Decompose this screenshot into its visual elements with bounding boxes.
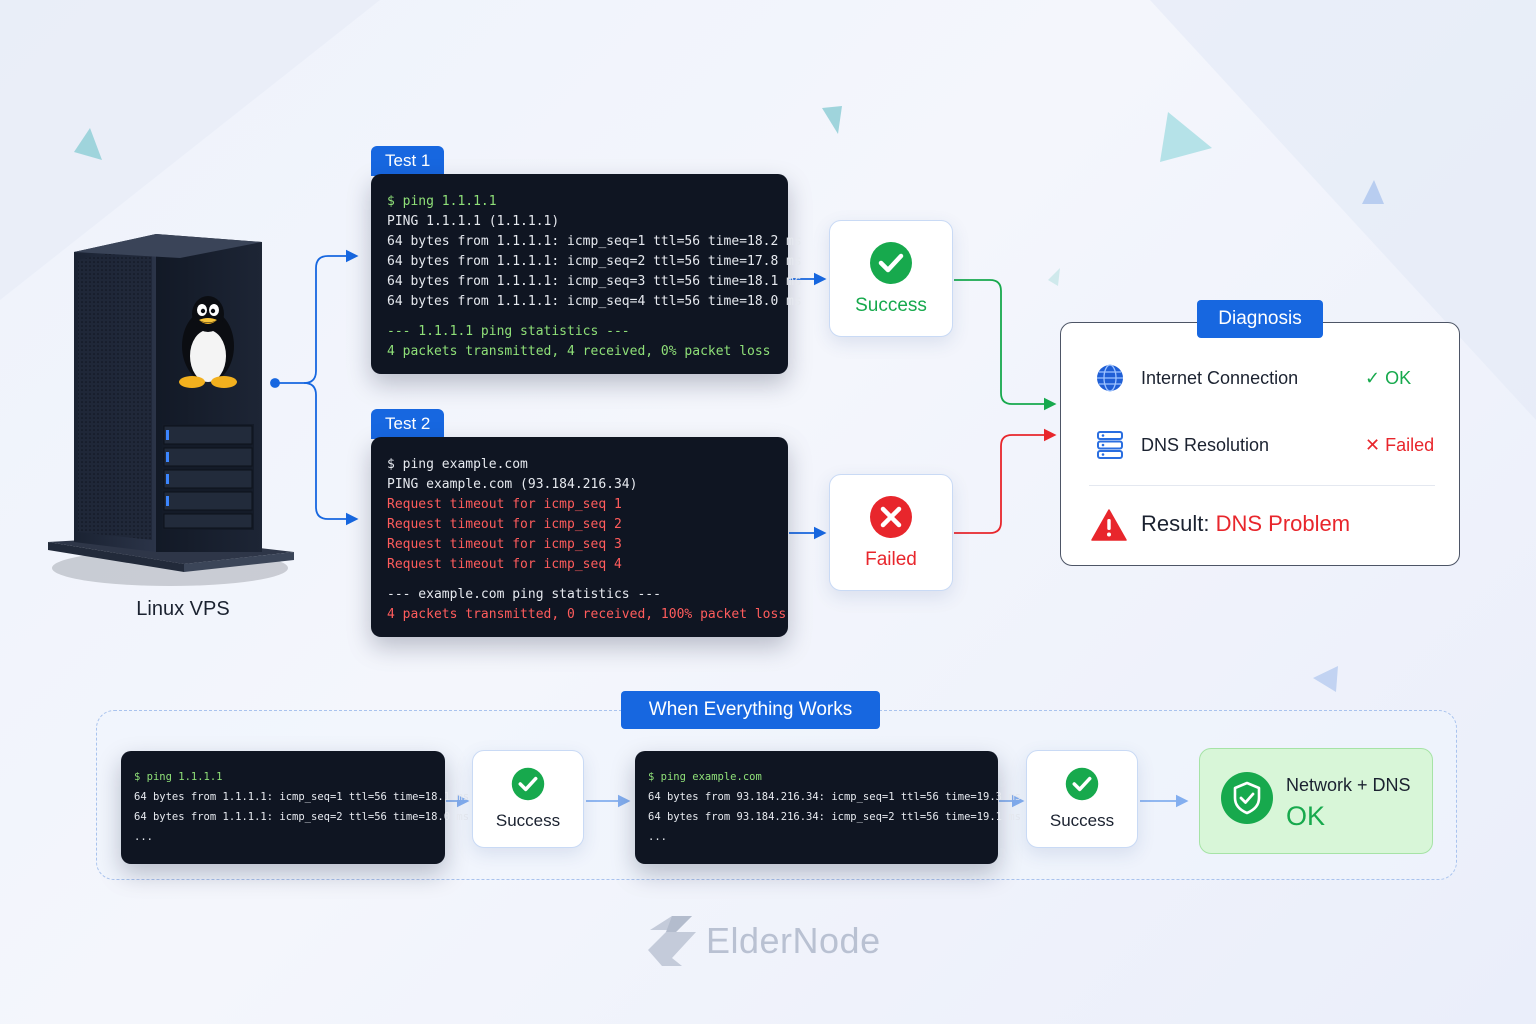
terminal-line: ...	[648, 831, 667, 843]
terminal-stats-line: --- 1.1.1.1 ping statistics ---	[387, 324, 630, 339]
status-badge: ✕ Failed	[1365, 435, 1435, 455]
terminal-stats-line: 4 packets transmitted, 0 received, 100% …	[387, 607, 787, 622]
terminal-line: PING 1.1.1.1 (1.1.1.1)	[387, 214, 560, 229]
warning-triangle-icon	[1091, 509, 1127, 541]
terminal-line: $ ping example.com	[648, 771, 762, 783]
test-to-result-arrows	[789, 272, 827, 540]
test-1-tab: Test 1	[371, 146, 445, 176]
terminal-line: 64 bytes from 1.1.1.1: icmp_seq=2 ttl=56…	[387, 254, 802, 269]
terminal-line: $ ping 1.1.1.1	[387, 194, 497, 209]
works-result-1: Success	[472, 750, 584, 848]
diagnosis-title: Diagnosis	[1197, 300, 1323, 338]
test-2-tab: Test 2	[371, 409, 445, 439]
diagnosis-row-internet: Internet Connection ✓ OK	[1061, 363, 1461, 393]
eldernode-logo-icon	[648, 916, 696, 966]
result-label: Failed	[865, 548, 917, 570]
terminal-line: $ ping 1.1.1.1	[134, 771, 223, 783]
works-terminal-1: $ ping 1.1.1.1 64 bytes from 1.1.1.1: ic…	[121, 751, 470, 864]
terminal-line: 64 bytes from 93.184.216.34: icmp_seq=1 …	[648, 791, 1021, 803]
result-label: Success	[495, 811, 561, 830]
terminal-line: 64 bytes from 1.1.1.1: icmp_seq=1 ttl=56…	[134, 791, 470, 803]
shield-check-icon	[1221, 772, 1273, 824]
result-value: DNS Problem	[1215, 511, 1351, 536]
network-dns-ok-box: Network + DNS OK	[1199, 748, 1433, 854]
final-status-line1: Network + DNS	[1286, 775, 1411, 795]
check-circle-icon	[870, 241, 912, 284]
diagnosis-row-dns: DNS Resolution ✕ Failed	[1061, 430, 1461, 460]
diagnosis-panel: Internet Connection ✓ OK DNS Resolution …	[1060, 322, 1460, 566]
server-to-tests-connector	[270, 249, 359, 526]
x-circle-icon	[870, 495, 912, 538]
terminal-line: 64 bytes from 1.1.1.1: icmp_seq=1 ttl=56…	[387, 234, 802, 249]
terminal-line: $ ping example.com	[387, 457, 528, 472]
failed-to-diagnosis-line	[954, 428, 1057, 534]
terminal-line: Request timeout for icmp_seq 1	[387, 497, 622, 512]
result-label: Success	[855, 294, 927, 316]
terminal-line: Request timeout for icmp_seq 3	[387, 537, 622, 552]
terminal-line: 64 bytes from 1.1.1.1: icmp_seq=4 ttl=56…	[387, 294, 802, 309]
diagnosis-divider	[1089, 485, 1435, 486]
linux-tux-server-icon	[48, 234, 294, 586]
success-to-diagnosis-line	[954, 279, 1057, 411]
terminal-line: ...	[134, 831, 153, 843]
diagnosis-row-label: Internet Connection	[1141, 368, 1299, 388]
terminal-line: Request timeout for icmp_seq 4	[387, 557, 622, 572]
server-label: Linux VPS	[136, 598, 230, 620]
test-2-terminal: $ ping example.com PING example.com (93.…	[371, 437, 788, 637]
terminal-line: Request timeout for icmp_seq 2	[387, 517, 622, 532]
diagnosis-result: Result: DNS Problem	[1141, 511, 1350, 537]
test-1-result: Success	[829, 220, 953, 337]
test-1-terminal: $ ping 1.1.1.1 PING 1.1.1.1 (1.1.1.1) 64…	[371, 174, 802, 374]
check-circle-icon	[511, 767, 545, 801]
database-icon	[1097, 431, 1123, 459]
result-label: Success	[1049, 811, 1115, 830]
works-terminal-2: $ ping example.com 64 bytes from 93.184.…	[635, 751, 1021, 864]
terminal-line: 64 bytes from 1.1.1.1: icmp_seq=3 ttl=56…	[387, 274, 802, 289]
final-status-line2: OK	[1286, 801, 1326, 831]
works-title: When Everything Works	[621, 691, 880, 729]
diagnosis-row-label: DNS Resolution	[1141, 435, 1270, 455]
globe-icon	[1097, 364, 1123, 392]
test-2-result: Failed	[829, 474, 953, 591]
terminal-line: PING example.com (93.184.216.34)	[387, 477, 638, 492]
check-circle-icon	[1065, 767, 1099, 801]
terminal-line: 64 bytes from 1.1.1.1: icmp_seq=2 ttl=56…	[134, 811, 470, 823]
result-prefix: Result:	[1141, 511, 1210, 536]
linux-vps-server	[44, 212, 296, 592]
terminal-line: 64 bytes from 93.184.216.34: icmp_seq=2 …	[648, 811, 1021, 823]
terminal-stats-line: 4 packets transmitted, 4 received, 0% pa…	[387, 344, 771, 359]
terminal-stats-line: --- example.com ping statistics ---	[387, 587, 661, 602]
status-badge: ✓ OK	[1365, 368, 1412, 388]
brand-name: ElderNode	[706, 920, 881, 961]
works-result-2: Success	[1026, 750, 1138, 848]
